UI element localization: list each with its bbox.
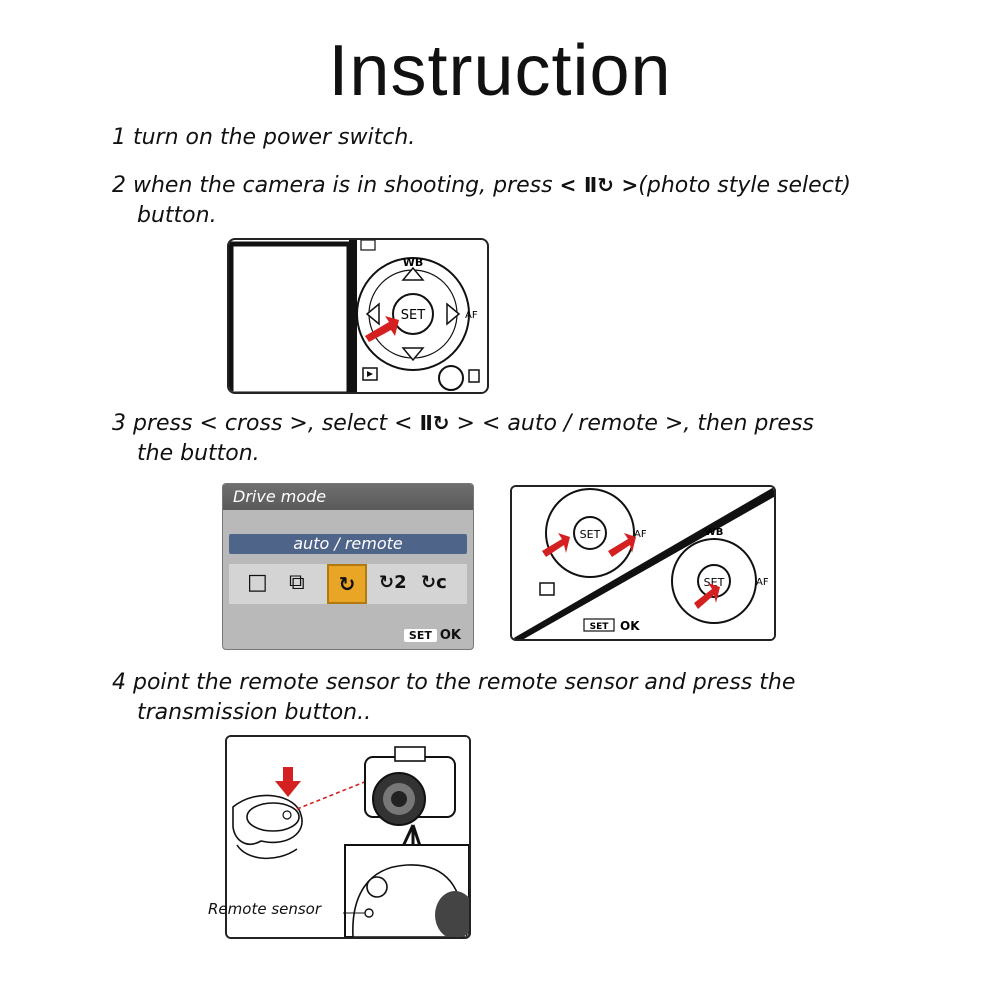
self-timer-remote-icon: ↻ [327, 564, 367, 604]
step-3-text: 3 press < cross >, select < [112, 411, 413, 436]
step-4-text: 4 point the remote sensor to the remote … [112, 670, 796, 695]
step-1: 1 turn on the power switch. [112, 125, 416, 150]
step-2-text-b: (photo style select) [638, 173, 851, 198]
svg-text:SET: SET [590, 622, 610, 632]
single-shot-icon: □ [247, 570, 268, 595]
step-2-text-c: button. [137, 203, 217, 228]
remote-usage-figure [225, 735, 471, 939]
step-3: 3 press < cross >, select < Ⅱ↻ > < auto … [112, 408, 932, 469]
self-timer-icon: < Ⅱ↻ > [559, 173, 639, 197]
drive-mode-menu: Drive mode auto / remote □ ⧉ ↻ ↻2 ↻c SET… [222, 483, 474, 650]
step-4: 4 point the remote sensor to the remote … [112, 668, 932, 728]
press-arrow-icon [275, 781, 301, 797]
camera-back-figure: SET WB AF [227, 238, 489, 394]
self-timer-icon: Ⅱ↻ [419, 411, 450, 435]
remote-sensor-caption: Remote sensor [208, 900, 322, 918]
red-arrow-icon [694, 583, 720, 609]
red-arrow-icon [608, 533, 636, 557]
set-button-label: SET [401, 308, 425, 323]
svg-text:SET: SET [580, 528, 601, 541]
svg-text:WB: WB [705, 527, 724, 538]
red-arrow-icon [542, 533, 570, 557]
menu-selected-bar: auto / remote [229, 534, 467, 554]
cross-keys-figure: SET AF SET WB AF SET OK [510, 485, 776, 641]
step-2: 2 when the camera is in shooting, press … [112, 170, 932, 231]
svg-text:SET: SET [704, 576, 725, 589]
svg-text:AF: AF [634, 529, 647, 540]
step-3-text-c: the button. [137, 441, 260, 466]
continuous-shot-icon: ⧉ [289, 570, 305, 595]
af-label: AF [465, 310, 478, 321]
remote-sensor-icon [364, 908, 374, 918]
menu-header: Drive mode [223, 484, 473, 510]
svg-text:AF: AF [756, 577, 769, 588]
drive-mode-options: □ ⧉ ↻ ↻2 ↻c [229, 564, 467, 604]
svg-text:OK: OK [620, 619, 640, 633]
step-2-text: 2 when the camera is in shooting, press [112, 173, 553, 198]
wb-label: WB [403, 256, 424, 269]
self-timer-2-icon: ↻2 [379, 572, 407, 593]
step-4-text-b: transmission button.. [137, 700, 372, 725]
step-3-text-b: > < auto / remote >, then press [456, 411, 814, 436]
red-arrow-icon [365, 316, 399, 342]
page-title: Instruction [328, 31, 672, 111]
self-timer-c-icon: ↻c [421, 572, 447, 593]
